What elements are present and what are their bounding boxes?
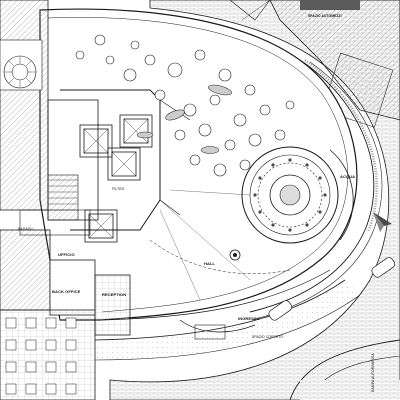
north-arrow-icon [373,212,392,232]
label-back-office: BACK OFFICE [52,289,81,294]
label-spazio-coperto: SPAZIO COPERTO [252,335,284,339]
label-spazio-automezzi: SPAZIO AUTOMEZZI [308,14,342,18]
label-rampa: RAMPA AUTORIMESSA [371,353,375,392]
label-ufficio: UFFICIO [58,252,75,257]
lift-cores [79,114,153,243]
label-acqua: ACQUA [340,174,356,179]
label-ingresso: INGRESSO [238,316,260,321]
circular-pavilion [241,146,339,244]
lounge-furniture [75,34,295,177]
label-filtro: FILTRO [112,187,125,191]
label-bagagli: BAGAGLI [18,227,34,231]
car-icon [268,257,396,321]
label-hall: HALL [204,261,216,266]
label-reception: RECEPTION [102,292,127,297]
dining-tables [5,317,77,395]
building-outline [39,8,358,321]
